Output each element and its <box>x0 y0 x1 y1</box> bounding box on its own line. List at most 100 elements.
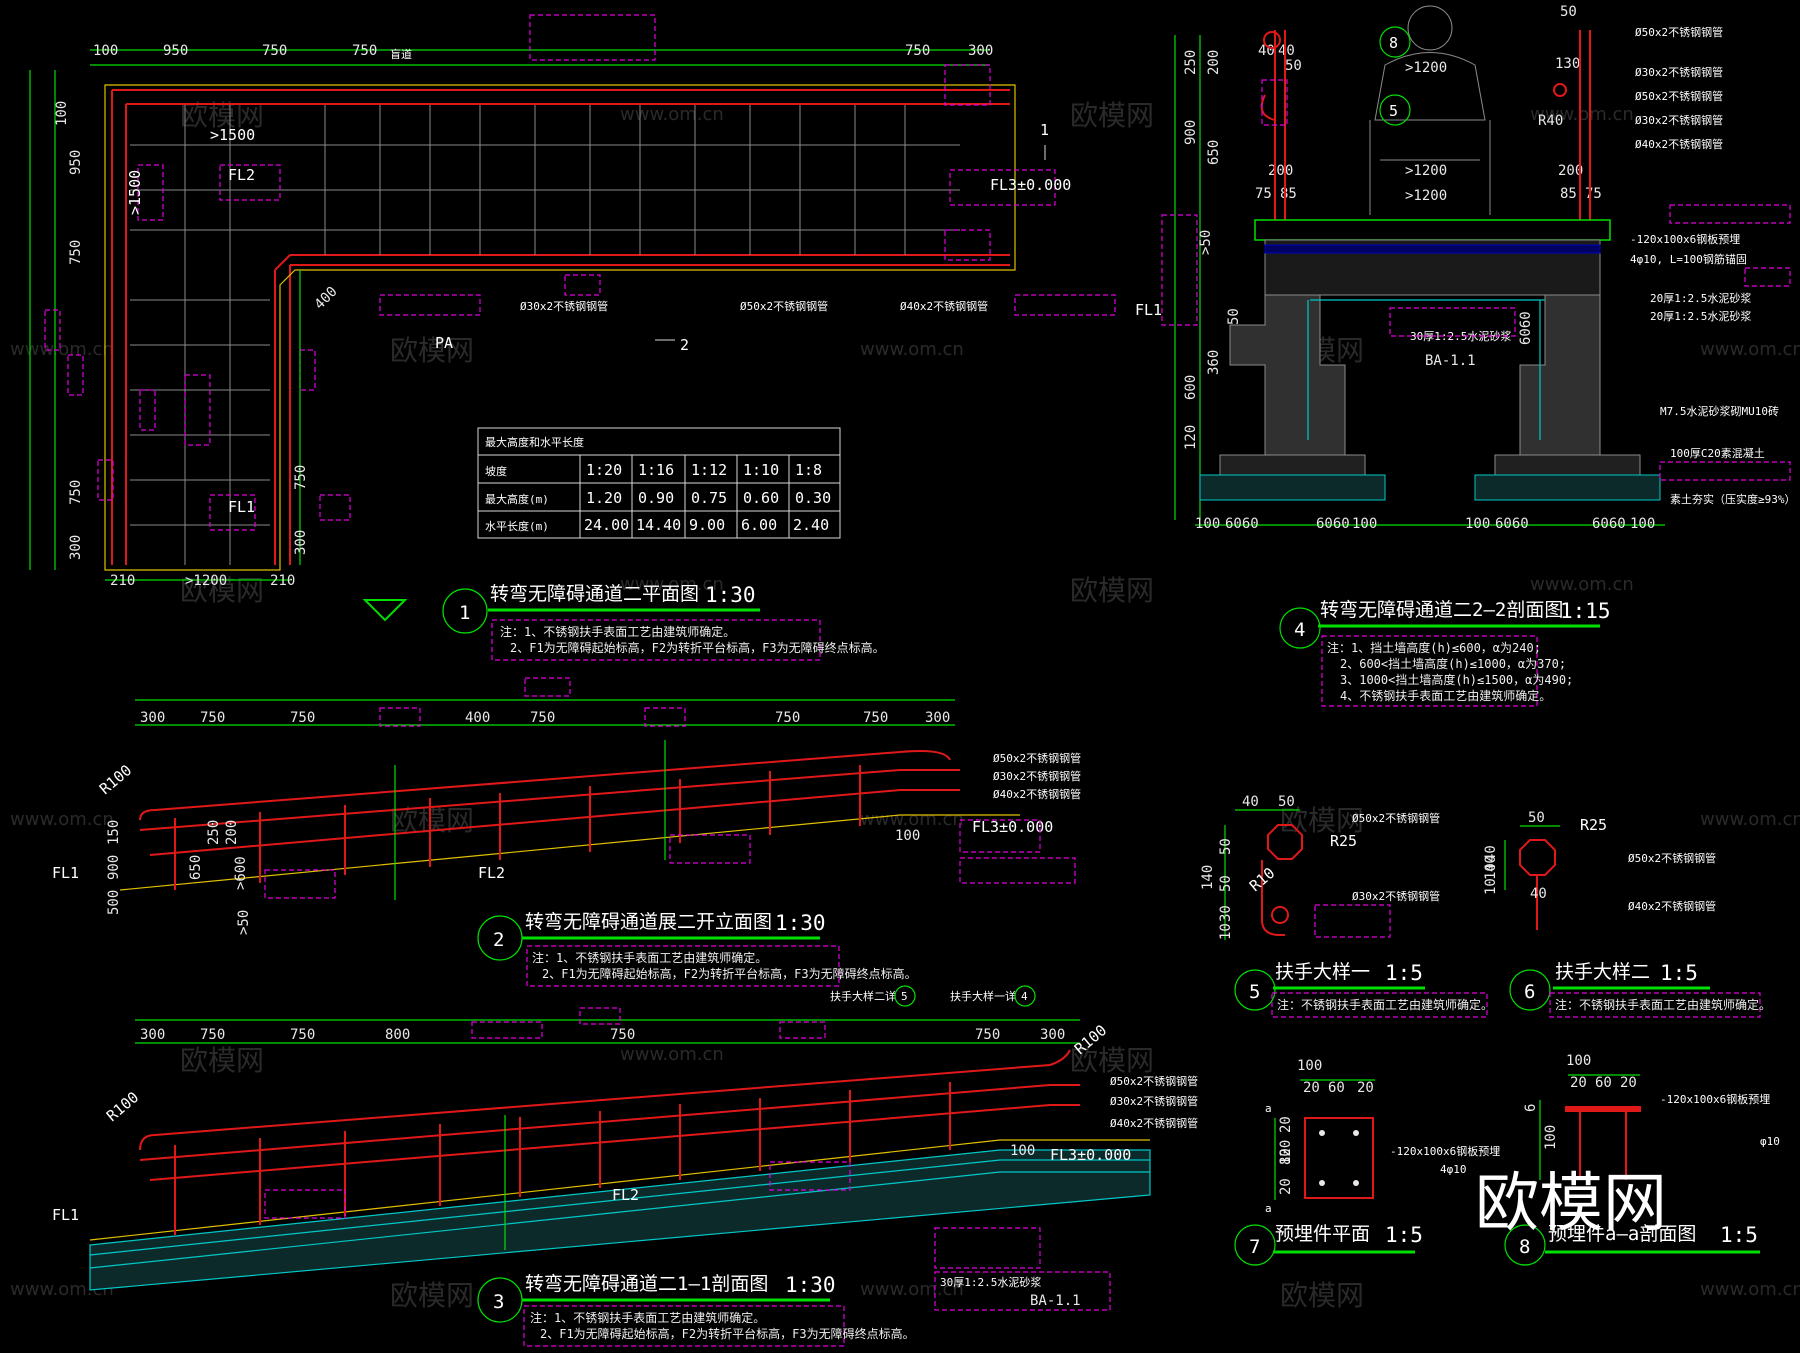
table-title: 最大高度和水平长度 <box>485 435 584 449</box>
plan-view: 100 950 750 750 750 300 100 950 750 750 … <box>29 14 1116 589</box>
watermark-url: www.om.cn <box>1700 339 1800 360</box>
note-line: 4、不锈钢扶手表面工艺由建筑师确定。 <box>1340 688 1551 703</box>
handrail-low <box>149 1104 1080 1181</box>
callout-circle <box>1379 26 1411 58</box>
material-label: Ø50x2不锈钢钢管 <box>1628 851 1716 865</box>
view-number: 6 <box>1524 981 1535 1003</box>
note-line: 注：1、挡土墙高度(h)≤600，α为240; <box>1327 640 1541 655</box>
dim-label: 950 <box>163 43 188 59</box>
radius-label: R40 <box>1538 113 1563 129</box>
tag-box <box>264 869 336 899</box>
dim-label: 40 <box>1278 43 1295 59</box>
dim-label: 200 <box>224 820 240 845</box>
anchor-bars <box>1579 1112 1627 1180</box>
material-label: 30厚1:2.5水泥砂浆 <box>940 1275 1041 1289</box>
material-label: Ø40x2不锈钢钢管 <box>900 299 988 313</box>
anchor-hole <box>1353 1130 1359 1136</box>
dim-label: 100 <box>54 101 70 126</box>
dim-label: >50 <box>1198 230 1214 255</box>
section-mark: a <box>1265 1202 1272 1215</box>
dim-label: 40 <box>1530 886 1547 902</box>
dim-label: 200 <box>1268 163 1293 179</box>
dim-label: 750 <box>290 1027 315 1043</box>
watermark-text: 欧模网 <box>1280 1279 1364 1312</box>
dim-label: 10 <box>1483 863 1499 880</box>
dim-label: 250 <box>206 820 222 845</box>
material-label: -120x100x6钢板预埋 <box>1660 1092 1770 1106</box>
brand-watermark: 欧模网 <box>1475 1167 1667 1241</box>
detail-5-view: 40 50 50 140 50 30 10 Ø50x2不锈钢钢管 R25 R10… <box>1200 794 1493 1018</box>
dim-label: 200 <box>1558 163 1583 179</box>
view-title: 预埋件a—a剖面图 <box>1548 1223 1696 1245</box>
view-title: 扶手大样一 <box>1275 961 1370 983</box>
watermark-text: 欧模网 <box>390 1279 474 1312</box>
watermark-url: www.om.cn <box>620 574 724 595</box>
anchor-hole <box>1319 1130 1325 1136</box>
dim-label: 75 <box>1585 186 1602 202</box>
note-box <box>1321 635 1538 707</box>
watermark-url: www.om.cn <box>10 339 114 360</box>
elevation-view: 300 750 750 400 750 750 750 300 R100 FL1… <box>52 677 1081 987</box>
view-number-circle <box>1279 607 1321 649</box>
view-number-circle <box>1234 1224 1276 1266</box>
material-label: Ø50x2不锈钢钢管 <box>740 299 828 313</box>
ramp-surface <box>89 1139 1150 1241</box>
dim-label: 50 <box>1560 4 1577 20</box>
dim-label: 100 <box>1566 1053 1591 1069</box>
view-scale: 1:15 <box>1560 599 1611 623</box>
view-title: 转弯无障碍通道展二开立面图 <box>525 911 772 933</box>
note-line: 注：不锈钢扶手表面工艺由建筑师确定。 <box>1555 997 1771 1012</box>
view-title: 转弯无障碍通道二2—2剖面图 <box>1320 599 1563 621</box>
material-label: Ø40x2不锈钢钢管 <box>1110 1116 1198 1130</box>
view-number-circle <box>1504 1224 1546 1266</box>
table-cell: 9.00 <box>689 516 725 534</box>
material-label: Ø50x2不锈钢钢管 <box>1635 25 1723 39</box>
tag-box <box>219 164 281 201</box>
view-number: 7 <box>1249 1236 1260 1258</box>
dim-label: >1200 <box>1405 163 1447 179</box>
dim-label: 600 <box>1183 375 1199 400</box>
watermark-text: 欧模网 <box>180 1044 264 1077</box>
level-label: FL3±0.000 <box>972 818 1053 836</box>
tag-box <box>944 229 991 261</box>
dim-label: 100 <box>1352 516 1377 532</box>
dim-label: >1500 <box>126 170 144 215</box>
watermark-url: www.om.cn <box>1530 104 1634 125</box>
view-scale: 1:5 <box>1385 1223 1423 1247</box>
dim-label: 750 <box>775 710 800 726</box>
dim-label: 900 <box>106 855 122 880</box>
watermark-url: www.om.cn <box>10 809 114 830</box>
level-label: FL2 <box>478 864 505 882</box>
callout-number: 8 <box>1389 34 1398 52</box>
dim-label: 750 <box>905 43 930 59</box>
view-title: 扶手大样二 <box>1555 961 1650 983</box>
table-cell: 1:16 <box>638 461 674 479</box>
dim-label: 80 <box>1278 1148 1294 1165</box>
dim-label: 20 <box>1303 1080 1320 1096</box>
watermark-text: 欧模网 <box>1070 1044 1154 1077</box>
material-label: Ø50x2不锈钢钢管 <box>1110 1074 1198 1088</box>
material-label: φ10 <box>1760 1135 1780 1148</box>
material-label: Ø40x2不锈钢钢管 <box>1628 899 1716 913</box>
view-scale: 1:30 <box>705 583 756 607</box>
dim-label: 60 <box>1595 1075 1612 1091</box>
section-marker: 2 <box>680 336 689 354</box>
handrail-bracket <box>1260 94 1276 121</box>
table-cell: 1:8 <box>795 461 822 479</box>
dim-label: 50 <box>1218 838 1234 855</box>
gravel-left <box>1199 474 1386 501</box>
handrail-section <box>1271 906 1289 924</box>
material-label: 素土夯实（压实度≥93%） <box>1670 492 1796 506</box>
dim-label: 900 <box>1183 120 1199 145</box>
tag-box <box>264 1189 346 1219</box>
section-view: 300 750 750 800 750 750 300 R100 R100 FL… <box>52 985 1198 1347</box>
table-cell: 1:12 <box>691 461 727 479</box>
level-label: FL3±0.000 <box>990 176 1071 194</box>
dim-label: 20 <box>1570 1075 1587 1091</box>
embed-plate <box>1565 1106 1641 1112</box>
dim-label: 20 <box>1620 1075 1637 1091</box>
tag-box <box>579 1007 621 1025</box>
table-cell: 0.75 <box>691 489 727 507</box>
